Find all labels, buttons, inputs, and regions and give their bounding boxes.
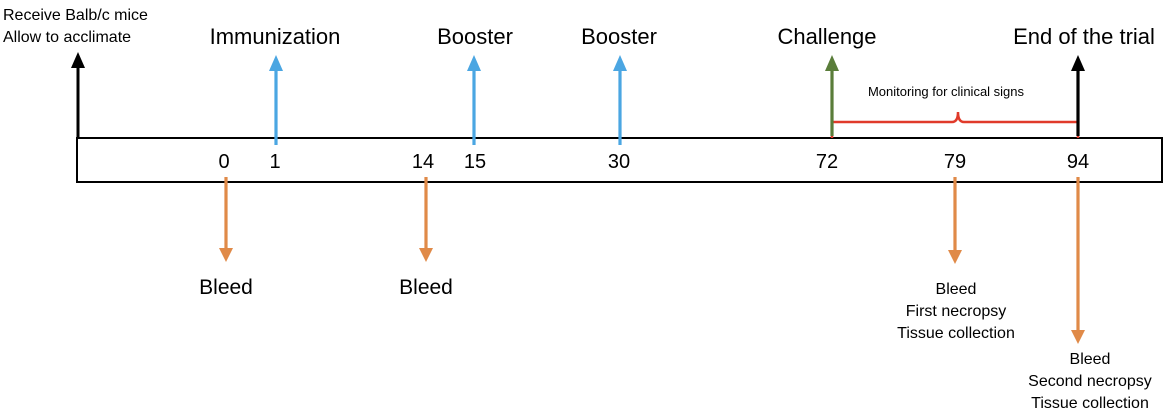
event-above: Booster bbox=[581, 24, 657, 145]
timeline-day-label: 0 bbox=[218, 151, 229, 173]
bleed-event-text: Bleed bbox=[199, 276, 253, 299]
monitoring-brace bbox=[830, 111, 1080, 138]
monitoring-label: Monitoring for clinical signs bbox=[868, 84, 1025, 99]
monitoring-bracket: Monitoring for clinical signs bbox=[830, 84, 1080, 138]
event-above: Challenge bbox=[777, 24, 877, 136]
bleed-arrow-head bbox=[948, 250, 962, 264]
bleed-arrow-head bbox=[219, 248, 233, 262]
intro-line-1: Receive Balb/c mice bbox=[3, 7, 148, 24]
intro-line-2: Allow to acclimate bbox=[3, 29, 131, 46]
event-arrow-head bbox=[1071, 55, 1085, 71]
event-above-label: Booster bbox=[437, 24, 513, 49]
bleed-event-text: First necropsy bbox=[906, 303, 1006, 320]
event-above-label: Booster bbox=[581, 24, 657, 49]
event-above-label: Challenge bbox=[777, 24, 876, 49]
event-above-label: Immunization bbox=[210, 24, 341, 49]
acclimate-arrow bbox=[71, 52, 85, 148]
bleed-event-text: Bleed bbox=[399, 276, 453, 299]
bleed-event: Bleed bbox=[199, 177, 253, 299]
event-above: Booster bbox=[437, 24, 513, 145]
bleed-event-text: Tissue collection bbox=[897, 325, 1015, 342]
bleed-arrow-head bbox=[419, 248, 433, 262]
event-arrow-head bbox=[467, 55, 481, 71]
event-arrow-head bbox=[825, 55, 839, 71]
bleed-event-text: Second necropsy bbox=[1028, 373, 1152, 390]
events-above: Immunization Booster Booster Challenge End o… bbox=[210, 24, 1155, 145]
event-arrow-head bbox=[613, 55, 627, 71]
timeline-day-label: 30 bbox=[608, 151, 630, 173]
bleed-event-text: Bleed bbox=[1070, 351, 1111, 368]
timeline-day-label: 94 bbox=[1067, 151, 1089, 173]
bleed-arrow-head bbox=[1071, 330, 1085, 344]
timeline-day-label: 14 bbox=[412, 151, 434, 173]
timeline-day-label: 15 bbox=[464, 151, 486, 173]
event-above: Immunization bbox=[210, 24, 341, 145]
timeline-day-labels: 0 1 14 15 30 72 79 94 bbox=[218, 151, 1089, 173]
timeline-day-label: 79 bbox=[944, 151, 966, 173]
bleed-event: Bleed bbox=[399, 177, 453, 299]
acclimate-arrow-head bbox=[71, 52, 85, 68]
bleed-event-text: Bleed bbox=[936, 281, 977, 298]
timeline-day-label: 72 bbox=[816, 151, 838, 173]
bleed-event-text: Tissue collection bbox=[1031, 395, 1149, 412]
event-above-label: End of the trial bbox=[1013, 24, 1155, 49]
timeline-bar bbox=[76, 137, 1163, 183]
event-arrow-head bbox=[269, 55, 283, 71]
event-above: End of the trial bbox=[1013, 24, 1155, 136]
timeline-day-label: 1 bbox=[269, 151, 280, 173]
